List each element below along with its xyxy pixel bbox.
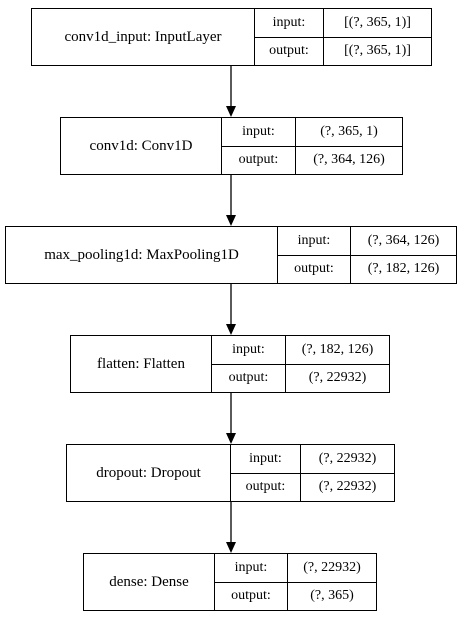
layer-name: dense: Dense: [84, 554, 215, 610]
layer-node-flatten: flatten: Flatten input: output: (?, 182,…: [70, 335, 390, 393]
input-label: input:: [231, 445, 300, 474]
input-shape: [(?, 365, 1)]: [324, 9, 431, 38]
io-labels: input: output:: [278, 227, 351, 283]
io-values: [(?, 365, 1)] [(?, 365, 1)]: [324, 9, 431, 65]
layer-name: conv1d_input: InputLayer: [32, 9, 255, 65]
edge-arrow: [226, 284, 236, 335]
input-label: input:: [255, 9, 323, 38]
input-shape: (?, 182, 126): [286, 336, 389, 365]
layer-name: flatten: Flatten: [71, 336, 212, 392]
output-label: output:: [228, 370, 269, 386]
output-label: output:: [245, 479, 286, 495]
output-shape: (?, 22932): [308, 370, 367, 386]
input-shape: (?, 22932): [301, 445, 394, 474]
input-shape: (?, 22932): [288, 554, 376, 583]
io-labels: input: output:: [231, 445, 301, 501]
layer-name: max_pooling1d: MaxPooling1D: [6, 227, 278, 283]
edge-arrow: [226, 66, 236, 117]
layer-node-dropout: dropout: Dropout input: output: (?, 2293…: [66, 444, 395, 502]
layer-node-max-pooling1d: max_pooling1d: MaxPooling1D input: outpu…: [5, 226, 457, 284]
io-labels: input: output:: [255, 9, 324, 65]
output-label: output:: [269, 43, 309, 59]
output-shape: (?, 182, 126): [367, 261, 440, 277]
io-values: (?, 22932) (?, 22932): [301, 445, 394, 501]
output-label: output:: [231, 588, 271, 604]
edge-arrow: [226, 175, 236, 226]
io-labels: input: output:: [215, 554, 288, 610]
input-label: input:: [215, 554, 287, 583]
output-shape: (?, 365): [310, 588, 354, 604]
edge-arrow: [226, 393, 236, 444]
output-shape: (?, 22932): [318, 479, 377, 495]
io-values: (?, 182, 126) (?, 22932): [286, 336, 389, 392]
layer-name: dropout: Dropout: [67, 445, 231, 501]
layer-node-conv1d-input: conv1d_input: InputLayer input: output: …: [31, 8, 432, 66]
input-label: input:: [278, 227, 350, 256]
input-label: input:: [212, 336, 285, 365]
layer-node-dense: dense: Dense input: output: (?, 22932) (…: [83, 553, 377, 611]
io-values: (?, 365, 1) (?, 364, 126): [296, 118, 402, 174]
output-shape: (?, 364, 126): [313, 152, 385, 168]
output-label: output:: [238, 152, 279, 168]
edge-arrow: [226, 502, 236, 553]
layer-name: conv1d: Conv1D: [61, 118, 222, 174]
input-shape: (?, 364, 126): [351, 227, 456, 256]
io-labels: input: output:: [212, 336, 286, 392]
io-values: (?, 364, 126) (?, 182, 126): [351, 227, 456, 283]
layer-node-conv1d: conv1d: Conv1D input: output: (?, 365, 1…: [60, 117, 403, 175]
input-label: input:: [222, 118, 295, 147]
output-label: output:: [294, 261, 334, 277]
output-shape: [(?, 365, 1)]: [344, 43, 411, 59]
io-labels: input: output:: [222, 118, 296, 174]
input-shape: (?, 365, 1): [296, 118, 402, 147]
io-values: (?, 22932) (?, 365): [288, 554, 376, 610]
